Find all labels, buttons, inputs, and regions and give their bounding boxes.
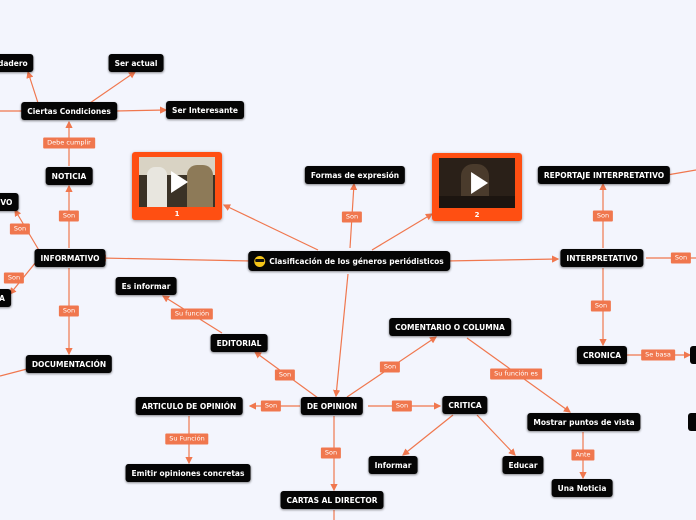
node-emitir-opiniones-concretas[interactable]: Emitir opiniones concretas: [125, 464, 251, 482]
node-mostrar-puntos-de-vista[interactable]: Mostrar puntos de vista: [527, 413, 641, 431]
node-ivo[interactable]: IVO: [0, 193, 19, 211]
node-ser-actual[interactable]: Ser actual: [108, 54, 164, 72]
edge-label-son: Son: [341, 211, 363, 223]
node-verdadero[interactable]: verdadero: [0, 54, 34, 72]
root-node[interactable]: Clasificación de los géneros periódistic…: [248, 251, 450, 271]
edge-label-son: Son: [58, 210, 80, 222]
node-educar[interactable]: Educar: [502, 456, 544, 474]
edge-label-son: Son: [592, 210, 614, 222]
node-offscreen-right[interactable]: [690, 346, 696, 364]
play-icon: [471, 172, 489, 194]
edge-label-son: Son: [58, 305, 80, 317]
node-es-informar[interactable]: Es informar: [115, 277, 177, 295]
edge-label-son: Son: [260, 400, 282, 412]
video-preview-image: [439, 158, 515, 208]
edge-label-su-funcion-es: Su función es: [490, 368, 542, 380]
node-informar[interactable]: Informar: [368, 456, 418, 474]
node-una-noticia[interactable]: Una Noticia: [551, 479, 613, 497]
edge-label-son: Son: [274, 369, 296, 381]
video-thumbnail-2[interactable]: 2: [432, 153, 522, 221]
edge-label-su-funcion: Su función: [170, 308, 214, 320]
edge-label-son: Son: [391, 400, 413, 412]
edge-label-ante: Ante: [571, 449, 595, 461]
node-interpretativo[interactable]: INTERPRETATIVO: [560, 249, 644, 267]
node-ser-interesante[interactable]: Ser Interesante: [166, 101, 244, 119]
node-cartas-al-director[interactable]: CARTAS AL DIRECTOR: [280, 491, 384, 509]
node-articulo-de-opinion[interactable]: ARTICULO DE OPINIÓN: [135, 397, 243, 415]
edge-label-son: Son: [3, 272, 25, 284]
node-offscreen-right[interactable]: [688, 413, 696, 431]
node-noticia[interactable]: NOTICIA: [45, 167, 93, 185]
video-caption: 2: [474, 211, 480, 219]
node-a[interactable]: A: [0, 289, 11, 307]
root-label: Clasificación de los géneros periódistic…: [269, 256, 444, 266]
video-caption: 1: [174, 210, 180, 218]
video-thumbnail-1[interactable]: 1: [132, 152, 222, 220]
edge-label-se-basa: Se basa: [641, 349, 675, 361]
edge-label-son: Son: [320, 447, 342, 459]
node-editorial[interactable]: EDITORIAL: [210, 334, 268, 352]
play-icon: [171, 171, 189, 193]
node-ciertas-condiciones[interactable]: Ciertas Condiciones: [21, 102, 117, 120]
edge-label-debe-cumplir: Debe cumplir: [43, 137, 95, 149]
node-documentacion[interactable]: DOCUMENTACIÓN: [25, 355, 113, 373]
edge-label-son: Son: [590, 300, 612, 312]
node-cronica[interactable]: CRONICA: [576, 346, 628, 364]
node-informativo[interactable]: INFORMATIVO: [34, 249, 106, 267]
node-formas-de-expresion[interactable]: Formas de expresión: [304, 166, 406, 184]
edge-label-su-funcion: Su Función: [165, 433, 209, 445]
sunglasses-emoji-icon: [254, 255, 266, 267]
edge-label-son: Son: [9, 223, 31, 235]
edge-label-son: Son: [379, 361, 401, 373]
video-preview-image: [139, 157, 215, 207]
node-reportaje-interpretativo[interactable]: REPORTAJE INTERPRETATIVO: [537, 166, 671, 184]
node-comentario-o-columna[interactable]: COMENTARIO O COLUMNA: [389, 318, 511, 336]
node-de-opinion[interactable]: DE OPINION: [300, 397, 364, 415]
edge-label-son: Son: [670, 252, 692, 264]
node-critica[interactable]: CRITICA: [442, 396, 488, 414]
